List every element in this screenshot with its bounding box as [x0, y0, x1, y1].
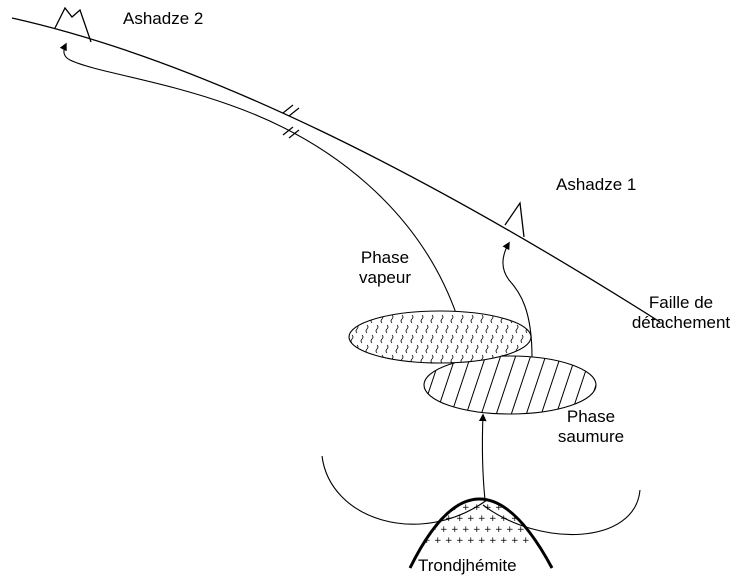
- trondhjemite-texture-mark: +: [429, 481, 437, 491]
- trondhjemite-texture-mark: +: [500, 514, 508, 524]
- trondhjemite-texture-mark: +: [456, 536, 464, 546]
- trondhjemite-texture-mark: +: [495, 481, 503, 491]
- vapour-squiggle: [521, 315, 523, 323]
- trondhjemite-texture-mark: +: [418, 525, 426, 535]
- trondhjemite-texture-mark: +: [462, 525, 470, 535]
- trondhjemite-texture-mark: +: [544, 514, 552, 524]
- trondhjemite-texture-mark: +: [434, 492, 442, 502]
- trondhjemite-texture-mark: +: [440, 503, 448, 513]
- trondhjemite-texture-mark: +: [440, 481, 448, 491]
- trondhjemite-texture-mark: +: [423, 514, 431, 524]
- trondhjemite-texture-mark: +: [522, 536, 530, 546]
- vapour-squiggle: [351, 355, 353, 363]
- vapour-squiggle: [371, 355, 373, 363]
- trondhjemite-texture-mark: +: [473, 503, 481, 513]
- ashadze1-vent-icon: [505, 203, 524, 237]
- label-phase-vapeur: Phase vapeur: [350, 248, 420, 288]
- trondhjemite-texture-mark: +: [473, 525, 481, 535]
- trondhjemite-texture-mark: +: [467, 536, 475, 546]
- trondhjemite-texture-mark: +: [473, 481, 481, 491]
- trondhjemite-texture-mark: +: [429, 503, 437, 513]
- trondhjemite-texture-mark: +: [528, 481, 536, 491]
- trondhjemite-texture-mark: +: [500, 536, 508, 546]
- label-faille: Faille de détachement: [620, 293, 742, 333]
- trondhjemite-texture-mark: +: [423, 492, 431, 502]
- trondhjemite-texture-mark: +: [517, 503, 525, 513]
- trondhjemite-texture-mark: +: [478, 514, 486, 524]
- trondhjemite-texture-mark: +: [418, 503, 426, 513]
- trondhjemite-texture-mark: +: [451, 481, 459, 491]
- label-trondhjemite: Trondjhémite: [418, 556, 517, 576]
- vapour-squiggle: [361, 315, 363, 323]
- trondhjemite-texture-mark: +: [539, 503, 547, 513]
- trondhjemite-texture-mark: +: [434, 536, 442, 546]
- trondhjemite-texture-mark: +: [506, 525, 514, 535]
- trondhjemite-texture-mark: +: [462, 503, 470, 513]
- label-phase-saumure-line1: Phase: [546, 407, 636, 427]
- label-phase-saumure-line2: saumure: [546, 427, 636, 447]
- trondhjemite-texture-mark: +: [484, 525, 492, 535]
- trondhjemite-texture-mark: +: [445, 536, 453, 546]
- upflow-arrow-to-brine: [482, 415, 485, 500]
- trondhjemite-texture-mark: +: [511, 536, 519, 546]
- trondhjemite-body: ++++++++++++++++++++++++++++++++++++++++…: [410, 481, 552, 568]
- trondhjemite-texture-mark: +: [495, 525, 503, 535]
- label-faille-line1: Faille de: [620, 293, 742, 313]
- trondhjemite-texture-mark: +: [489, 536, 497, 546]
- label-ashadze2: Ashadze 2: [123, 9, 203, 29]
- trondhjemite-texture-mark: +: [418, 481, 426, 491]
- trondhjemite-texture-mark: +: [440, 525, 448, 535]
- trondhjemite-texture-mark: +: [544, 536, 552, 546]
- vapour-phase-lens: [349, 311, 531, 363]
- trondhjemite-texture-mark: +: [522, 492, 530, 502]
- trondhjemite-texture-mark: +: [456, 514, 464, 524]
- trondhjemite-texture-mark: +: [467, 514, 475, 524]
- trondhjemite-texture-mark: +: [489, 514, 497, 524]
- trondhjemite-texture-mark: +: [528, 503, 536, 513]
- trondhjemite-texture-mark: +: [462, 481, 470, 491]
- trondhjemite-texture-mark: +: [539, 481, 547, 491]
- trondhjemite-texture-mark: +: [511, 492, 519, 502]
- detachment-fault-line: [12, 18, 660, 322]
- trondhjemite-texture-mark: +: [478, 536, 486, 546]
- trondhjemite-texture-mark: +: [544, 492, 552, 502]
- label-ashadze1: Ashadze 1: [556, 175, 636, 195]
- trondhjemite-texture-mark: +: [506, 481, 514, 491]
- trondhjemite-texture-mark: +: [451, 525, 459, 535]
- trondhjemite-texture-mark: +: [533, 492, 541, 502]
- vapour-squiggle: [361, 355, 363, 363]
- trondhjemite-texture-mark: +: [517, 481, 525, 491]
- trondhjemite-texture-mark: +: [484, 503, 492, 513]
- label-faille-line2: détachement: [620, 313, 742, 333]
- trondhjemite-texture-mark: +: [445, 492, 453, 502]
- vapour-squiggle: [526, 345, 528, 353]
- trondhjemite-texture-mark: +: [456, 492, 464, 502]
- label-phase-saumure: Phase saumure: [546, 407, 636, 447]
- trondhjemite-texture-mark: +: [484, 481, 492, 491]
- trondhjemite-texture-mark: +: [500, 492, 508, 502]
- vapour-squiggle: [351, 315, 353, 323]
- trondhjemite-texture-mark: +: [539, 525, 547, 535]
- trondhjemite-texture-mark: +: [533, 514, 541, 524]
- label-phase-vapeur-line2: vapeur: [350, 268, 420, 288]
- label-phase-vapeur-line1: Phase: [350, 248, 420, 268]
